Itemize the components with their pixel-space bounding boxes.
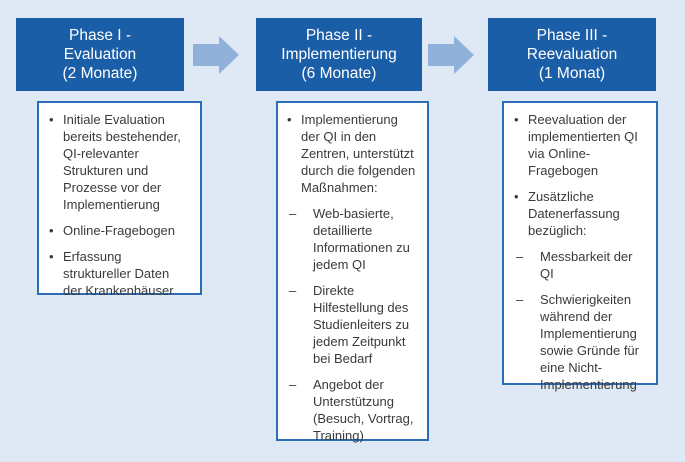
list-item-text: Schwierigkeiten während der Implementier… bbox=[540, 292, 639, 392]
phase-3-list: • Reevaluation der implementierten QI via… bbox=[514, 111, 646, 393]
phase-2-details-box: • Implementierung der QI in den Zentren, … bbox=[276, 101, 429, 444]
list-item: – Web-basierte, detaillierte Informatione… bbox=[287, 205, 417, 273]
bullet-marker: • bbox=[514, 189, 519, 204]
list-item: • Reevaluation der implementierten QI via… bbox=[514, 111, 646, 179]
list-item-text: Zusätzliche Datenerfassung bezüglich: bbox=[528, 189, 620, 238]
list-item-text: Web-basierte, detaillierte Informationen… bbox=[313, 206, 410, 272]
phase-3-line-2: Reevaluation bbox=[526, 46, 618, 63]
arrow-2-shape bbox=[428, 36, 474, 74]
list-item: – Angebot der Unterstützung (Besuch, Vort… bbox=[287, 376, 417, 444]
list-item: • Initiale Evaluation bereits bestehender… bbox=[49, 111, 190, 213]
phase-1-line-3: (2 Monate) bbox=[62, 65, 138, 82]
list-item-text: Reevaluation der implementierten QI via … bbox=[528, 112, 638, 178]
list-item-text: Angebot der Unterstützung (Besuch, Vortr… bbox=[313, 377, 414, 443]
phase-2-line-3: (6 Monate) bbox=[301, 65, 377, 82]
phase-1-list: • Initiale Evaluation bereits bestehender… bbox=[49, 111, 190, 299]
dash-marker: – bbox=[289, 283, 297, 298]
phase-2-list: • Implementierung der QI in den Zentren, … bbox=[287, 111, 417, 444]
list-item: – Schwierigkeiten während der Implementie… bbox=[514, 291, 646, 393]
dash-marker: – bbox=[516, 292, 524, 307]
phase-3-line-3: (1 Monat) bbox=[538, 65, 606, 82]
phase-1-details-box: • Initiale Evaluation bereits bestehender… bbox=[37, 101, 202, 298]
bullet-marker: • bbox=[49, 223, 54, 238]
phase-1-header: Phase I - Evaluation (2 Monate) bbox=[16, 18, 184, 91]
arrow-right-icon bbox=[428, 36, 474, 74]
phase-1-line-2: Evaluation bbox=[63, 46, 137, 63]
list-item: • Zusätzliche Datenerfassung bezüglich: bbox=[514, 188, 646, 239]
bullet-marker: • bbox=[49, 249, 54, 264]
phase-2-line-2: Implementierung bbox=[281, 46, 397, 63]
list-item: • Implementierung der QI in den Zentren, … bbox=[287, 111, 417, 196]
phase-2-line-1: Phase II - bbox=[305, 27, 373, 44]
list-item-text: Messbarkeit der QI bbox=[540, 249, 633, 281]
bullet-marker: • bbox=[287, 112, 292, 127]
phase-3-details-box: • Reevaluation der implementierten QI via… bbox=[502, 101, 658, 392]
bullet-marker: • bbox=[49, 112, 54, 127]
list-item: – Direkte Hilfestellung des Studienleiter… bbox=[287, 282, 417, 367]
list-item-text: Implementierung der QI in den Zentren, u… bbox=[301, 112, 416, 195]
list-item-text: Online-Fragebogen bbox=[63, 223, 176, 238]
arrow-1-shape bbox=[193, 36, 239, 74]
bullet-marker: • bbox=[514, 112, 519, 127]
phase-3-line-1: Phase III - bbox=[536, 27, 608, 44]
arrow-right-icon bbox=[193, 36, 239, 74]
phase-3-header: Phase III - Reevaluation (1 Monat) bbox=[488, 18, 656, 91]
list-item-text: Erfassung struktureller Daten der Kranke… bbox=[63, 249, 174, 298]
list-item-text: Initiale Evaluation bereits bestehender,… bbox=[63, 112, 181, 212]
list-item: • Online-Fragebogen bbox=[49, 222, 190, 239]
list-item: – Messbarkeit der QI bbox=[514, 248, 646, 282]
list-item: • Erfassung struktureller Daten der Krank… bbox=[49, 248, 190, 299]
dash-marker: – bbox=[289, 206, 297, 221]
dash-marker: – bbox=[516, 249, 524, 264]
phase-1-line-1: Phase I - bbox=[68, 27, 132, 44]
dash-marker: – bbox=[289, 377, 297, 392]
phase-2-header: Phase II - Implementierung (6 Monate) bbox=[256, 18, 422, 91]
list-item-text: Direkte Hilfestellung des Studienleiters… bbox=[313, 283, 410, 366]
